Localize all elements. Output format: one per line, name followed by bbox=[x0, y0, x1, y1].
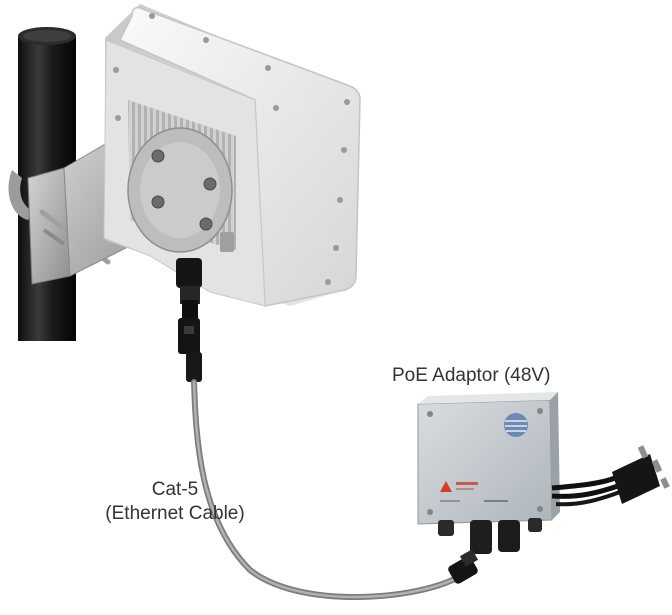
poe-adaptor-label: PoE Adaptor (48V) bbox=[392, 365, 551, 386]
outdoor-cpe-enclosure bbox=[103, 4, 361, 307]
poe-adaptor-box bbox=[417, 392, 560, 554]
ethernet-cable-label-line1: Cat-5 bbox=[151, 479, 199, 500]
warning-triangle-icon bbox=[440, 481, 508, 502]
ethernet-cable-label-line2: (Ethernet Cable) bbox=[105, 503, 245, 524]
ethernet-cable-label: Cat-5 (Ethernet Cable) bbox=[100, 478, 250, 526]
antenna-cable-gland bbox=[176, 258, 202, 382]
rim-screws bbox=[113, 13, 350, 285]
adaptor-rj45-connector bbox=[448, 549, 479, 584]
globe-logo-icon bbox=[504, 413, 528, 437]
power-cord bbox=[551, 475, 621, 507]
mounting-bolts bbox=[151, 149, 217, 231]
power-plug-icon bbox=[612, 445, 670, 504]
